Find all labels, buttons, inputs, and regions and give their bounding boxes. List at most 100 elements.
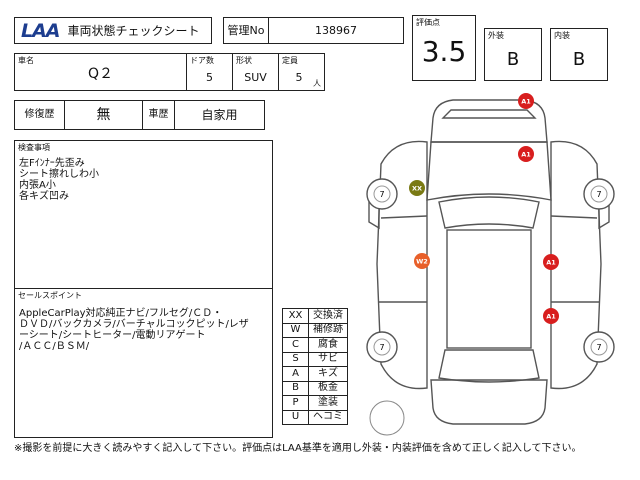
damage-mark-a1-right-door: A1 — [543, 254, 559, 270]
sales-box: セールスポイント AppleCarPlay対応純正ナビ/フルセグ/ＣＤ・ ＤＶＤ… — [14, 288, 273, 438]
legend-code: U — [282, 409, 309, 425]
footer-note: ※撮影を前提に大きく読みやすく記入して下さい。評価点はLAA基準を適用し外装・内… — [14, 443, 582, 454]
rear-glass-outline — [438, 349, 540, 383]
damage-mark-label: XX — [412, 185, 422, 193]
usage-label: 車歴 — [148, 109, 169, 120]
left-side-outline — [376, 140, 428, 390]
repair-label: 修復歴 — [24, 109, 55, 120]
tires: 7 7 7 7 — [366, 178, 615, 363]
body-box: 形状 SUV — [232, 53, 279, 91]
damage-mark-dot — [518, 146, 534, 162]
legend-desc: サビ — [308, 351, 348, 367]
tire-label: 7 — [379, 190, 384, 199]
kanri-label: 管理No — [227, 24, 265, 37]
car-name-label: 車名 — [18, 56, 34, 65]
damage-mark-w2-left-door: W2 — [414, 253, 430, 269]
doors-value: 5 — [206, 71, 213, 84]
legend-code: XX — [282, 308, 309, 324]
body-label: 形状 — [236, 56, 252, 65]
car-outline — [368, 99, 610, 425]
damage-mark-dot — [543, 254, 559, 270]
roof-outline — [446, 229, 532, 349]
legend-code: B — [282, 380, 309, 396]
capacity-label: 定員 — [282, 56, 298, 65]
legend-code: C — [282, 337, 309, 353]
damage-mark-dot — [409, 180, 425, 196]
damage-mark-label: W2 — [416, 258, 428, 266]
kanri-label-box: 管理No — [223, 17, 269, 44]
right-side-outline — [550, 140, 602, 390]
windshield-outline — [438, 196, 540, 229]
exterior-box: 外装 B — [484, 28, 542, 81]
car-name-box: 車名 Q２ — [14, 53, 187, 91]
left-door-line-front — [380, 215, 428, 219]
kanri-value-box: 138967 — [268, 17, 404, 44]
body-value: SUV — [244, 71, 267, 84]
legend-code: A — [282, 366, 309, 382]
tire-label: 7 — [379, 343, 384, 352]
legend-desc: 塗装 — [308, 395, 348, 411]
interior-box: 内装 B — [550, 28, 608, 81]
sales-label: セールスポイント — [18, 291, 82, 300]
tire: 7 — [366, 178, 398, 210]
capacity-value: 5 — [295, 71, 303, 84]
damage-mark-a1-hood: A1 — [518, 146, 534, 162]
usage-value: 自家用 — [201, 108, 238, 122]
score-value: 3.5 — [421, 35, 467, 68]
legend-desc: 交換済 — [308, 308, 348, 324]
tire: 7 — [583, 178, 615, 210]
damage-mark-dot — [414, 253, 430, 269]
capacity-unit: 人 — [313, 79, 321, 88]
legend-code: W — [282, 322, 309, 338]
right-door-line-front — [550, 215, 598, 219]
damage-mark-xx-left-fender: XX — [409, 180, 425, 196]
inspection-text: 左Fｲﾝﾅｰ先歪み シート擦れしわ小 内張A小 各キズ凹み — [19, 158, 99, 202]
usage-label-box: 車歴 — [142, 100, 175, 130]
exterior-value: B — [506, 49, 520, 70]
doors-label: ドア数 — [190, 56, 214, 65]
repair-label-box: 修復歴 — [14, 100, 65, 130]
rear-bumper-outline — [430, 379, 548, 425]
kanri-value: 138967 — [315, 24, 357, 37]
tire: 7 — [366, 331, 398, 363]
legend-desc: 補修跡 — [308, 322, 348, 338]
legend-code: S — [282, 351, 309, 367]
tire-label: 7 — [596, 343, 601, 352]
exterior-label: 外装 — [488, 31, 504, 40]
usage-value-box: 自家用 — [174, 100, 265, 130]
damage-mark-label: A1 — [546, 313, 556, 321]
car-name-value: Q２ — [87, 66, 114, 82]
inspection-label: 検査事項 — [18, 143, 50, 152]
legend-desc: ヘコミ — [308, 409, 348, 425]
legend-desc: 腐食 — [308, 337, 348, 353]
interior-value: B — [572, 49, 586, 70]
repair-value-box: 無 — [64, 100, 143, 130]
front-grille-outline — [441, 109, 537, 119]
damage-mark-a1-front-bumper: A1 — [518, 93, 534, 109]
damage-mark-a1-right-rear: A1 — [543, 308, 559, 324]
tire: 7 — [583, 331, 615, 363]
legend-desc: 板金 — [308, 380, 348, 396]
repair-value: 無 — [96, 107, 111, 123]
sales-text: AppleCarPlay対応純正ナビ/フルセグ/ＣＤ・ ＤＶＤ/バックカメラ/バ… — [19, 308, 249, 352]
interior-label: 内装 — [554, 31, 570, 40]
damage-mark-dot — [543, 308, 559, 324]
capacity-box: 定員 5 人 — [278, 53, 325, 91]
sheet-title: 車両状態チェックシート — [67, 23, 200, 38]
damage-mark-label: A1 — [521, 98, 531, 106]
legend-code: P — [282, 395, 309, 411]
damage-mark-dot — [518, 93, 534, 109]
score-label: 評価点 — [416, 18, 440, 27]
spare-tire — [369, 400, 405, 436]
inspection-box: 検査事項 左Fｲﾝﾅｰ先歪み シート擦れしわ小 内張A小 各キズ凹み — [14, 140, 273, 289]
